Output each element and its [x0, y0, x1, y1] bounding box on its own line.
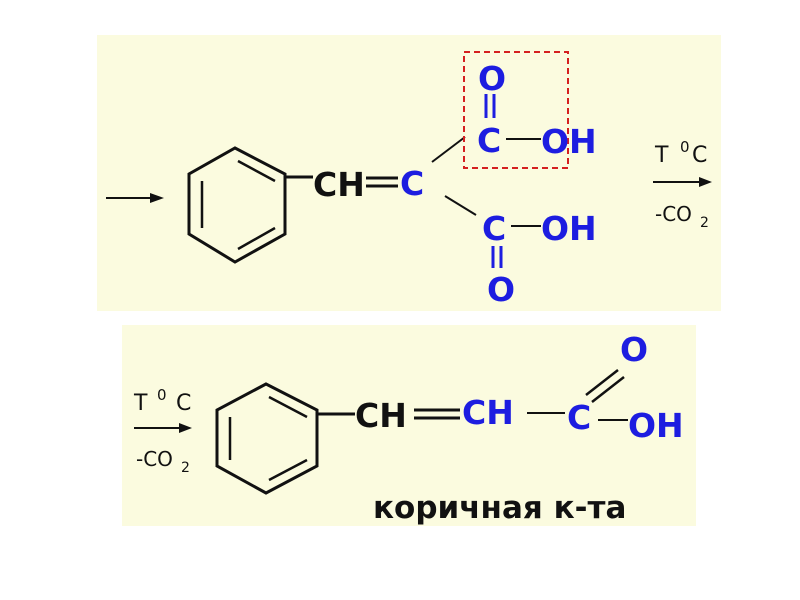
bottom-cond-unit: C [176, 391, 191, 416]
o-upper-label: O [478, 59, 506, 98]
bottom-conditions: T 0 C -CO 2 [133, 386, 192, 476]
bottom-cond-loss: -CO [136, 447, 173, 471]
bond-to-upper-carboxyl [431, 136, 466, 163]
bond-to-lower-carboxyl [444, 195, 477, 216]
benzene-ring-bottom [215, 382, 355, 495]
o-carboxyl-label: O [620, 330, 648, 369]
c-lower-label: C [482, 209, 506, 248]
incoming-arrow [106, 193, 164, 203]
c-center-label: C [400, 164, 424, 203]
ch2-label-bottom: CH [462, 393, 514, 432]
top-cond-temp: T [654, 143, 669, 168]
top-conditions: T 0 C -CO 2 [653, 138, 712, 231]
top-cond-sup: 0 [680, 138, 690, 156]
bottom-cond-temp: T [133, 391, 148, 416]
c-upper-label: C [477, 121, 501, 160]
bottom-cond-loss-sub: 2 [181, 460, 190, 476]
o-lower-label: O [487, 270, 515, 309]
double-bond-upper [484, 94, 496, 118]
benzene-ring-top [187, 146, 313, 264]
top-cond-loss: -CO [655, 202, 692, 226]
oh-carboxyl-label: OH [628, 406, 684, 445]
top-cond-unit: C [692, 143, 707, 168]
highlight-box [463, 51, 569, 169]
double-bond-bottom [414, 408, 460, 420]
oh-upper-label: OH [541, 122, 597, 161]
bottom-cond-sup: 0 [157, 386, 167, 404]
ch-label-top: CH [313, 165, 365, 204]
top-cond-loss-sub: 2 [700, 215, 709, 231]
double-bond-carboxyl [585, 369, 625, 403]
top-reaction-panel [97, 35, 721, 311]
double-bond-lower [491, 246, 503, 268]
double-bond-top [366, 176, 398, 188]
c-carboxyl-label: C [567, 398, 591, 437]
ch1-label-bottom: CH [355, 396, 407, 435]
oh-lower-label: OH [541, 209, 597, 248]
product-name: коричная к-та [373, 490, 626, 526]
